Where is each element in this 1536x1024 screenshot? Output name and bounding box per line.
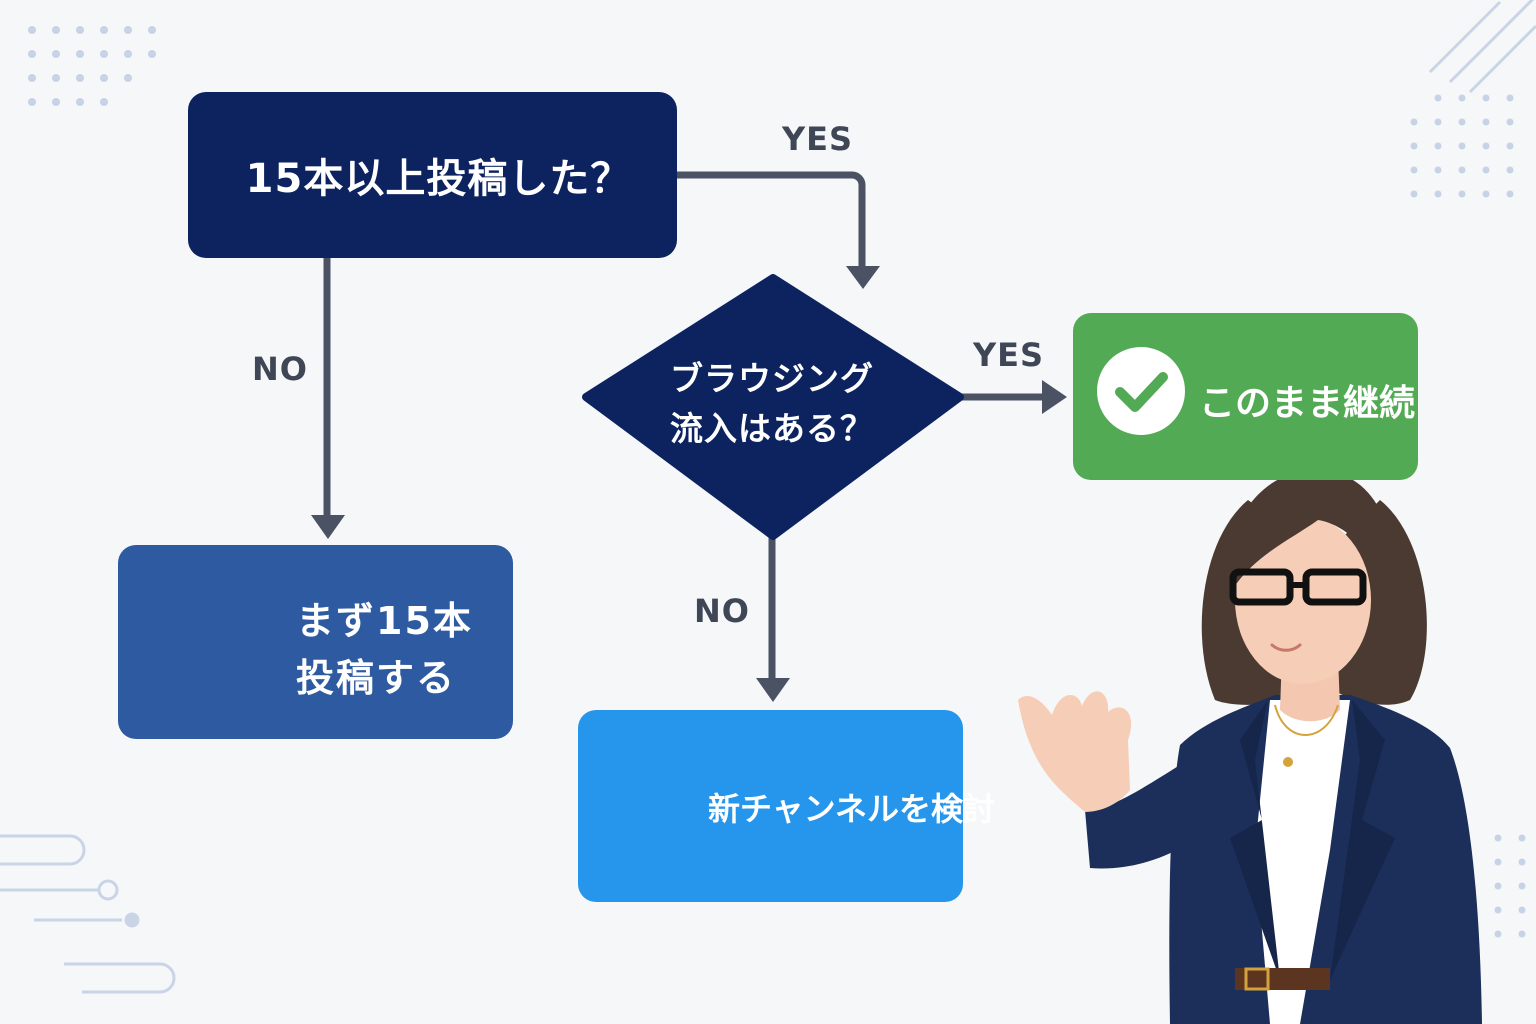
first-post-node: まず15本 投稿する	[118, 545, 513, 739]
edge-label-start-yes: YES	[782, 120, 854, 158]
edge-label-decision-yes: YES	[973, 336, 1045, 374]
new-channel-label: 新チャンネルを検討	[708, 790, 996, 828]
new-channel-node: 新チャンネルを検討	[578, 710, 995, 902]
first-post-label-line1: まず15本	[296, 599, 473, 643]
presenter-woman-illustration	[1018, 470, 1482, 1024]
decision-label-line2: 流入はある？	[670, 409, 874, 448]
decision-label-line1: ブラウジング	[670, 359, 874, 398]
start-question-node: 15本以上投稿した？	[188, 92, 677, 258]
edge-label-start-no: NO	[252, 350, 308, 388]
checkmark-circle-icon	[1097, 347, 1185, 435]
decorative-circuit-lines	[0, 834, 176, 994]
decision-diamond-shape	[582, 274, 964, 540]
decorative-dot-grid-right	[1410, 94, 1526, 938]
arrow-start-yes	[677, 171, 866, 268]
arrowhead-start-yes	[846, 266, 880, 289]
start-question-label: 15本以上投稿した？	[245, 156, 632, 202]
arrowhead-decision-no	[756, 678, 790, 702]
arrow-heads	[311, 266, 1067, 702]
first-post-label: まず15本 投稿する	[296, 593, 473, 707]
decorative-dot-grid-top-left	[28, 26, 156, 106]
continue-label: このまま継続	[1199, 383, 1416, 424]
first-post-label-line2: 投稿する	[296, 656, 457, 700]
connector-arrows	[323, 171, 1044, 680]
decision-node: ブラウジング 流入はある？	[612, 354, 932, 454]
decorative-diagonal-lines	[1428, 0, 1536, 94]
arrowhead-decision-yes	[1042, 380, 1067, 414]
edge-label-decision-no: NO	[694, 592, 750, 630]
arrowhead-start-no	[311, 515, 345, 539]
continue-node: このまま継続	[1073, 313, 1418, 480]
